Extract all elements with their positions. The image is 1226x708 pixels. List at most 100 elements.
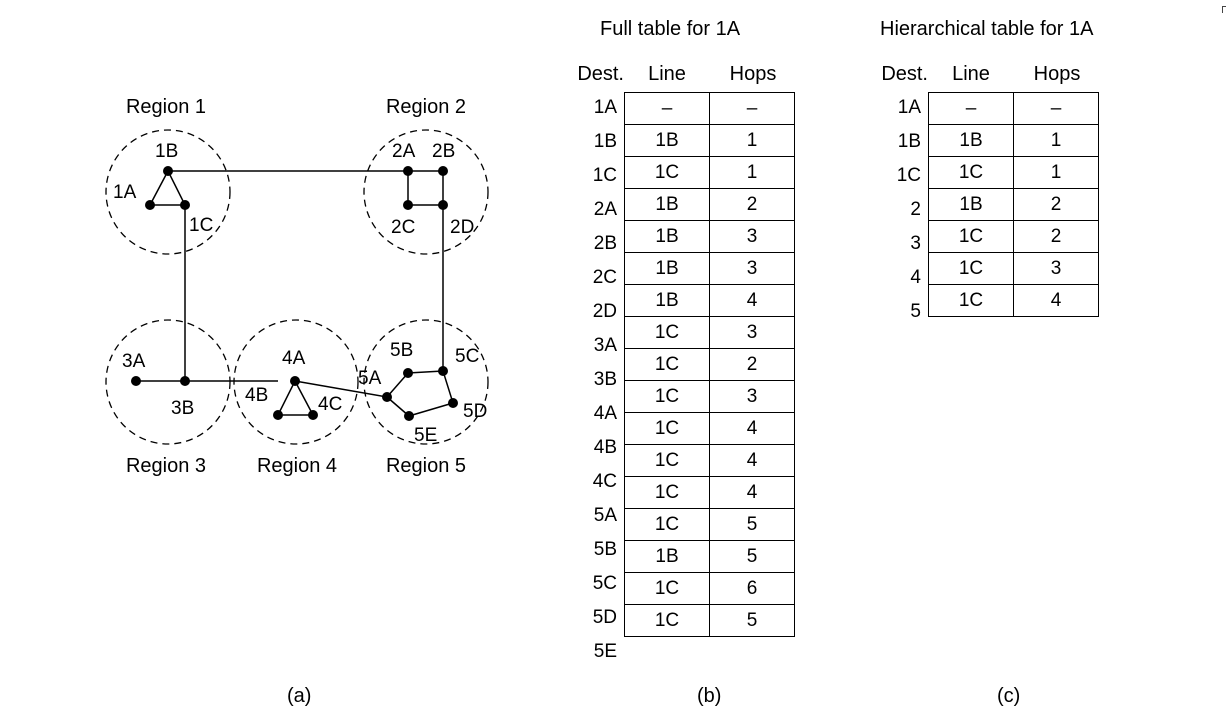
router-4b-label: 4B	[245, 385, 268, 406]
router-2c-node	[403, 200, 413, 210]
router-3a-node	[131, 376, 141, 386]
table-cell-line: 1C	[624, 508, 710, 541]
table-cell-hops: 2	[1013, 220, 1099, 253]
full-table-hops-header: Hops	[729, 63, 777, 85]
region-4-circle	[233, 319, 359, 445]
router-5a-node	[382, 392, 392, 402]
router-3b-label: 3B	[171, 398, 194, 419]
table-row: ––	[928, 92, 1099, 125]
row-dest-label: 4A	[593, 403, 617, 424]
router-1c-label: 1C	[189, 215, 213, 236]
row-dest-label: 4B	[593, 437, 617, 458]
table-cell-line: 1B	[624, 540, 710, 573]
row-dest-label: 5A	[593, 505, 617, 526]
table-cell-hops: 5	[709, 508, 795, 541]
row-dest-label: 1C	[592, 165, 617, 186]
caption-a: (a)	[287, 685, 312, 707]
row-dest-label: 1C	[896, 165, 921, 186]
table-cell-line: 1C	[624, 316, 710, 349]
row-dest-label: 3B	[593, 369, 617, 390]
region-labels: Region 1 Region 2 Region 3 Region 4 Regi…	[126, 96, 466, 477]
link-5a-5b	[386, 372, 409, 398]
table-cell-line: 1C	[624, 156, 710, 189]
table-cell-hops: 5	[709, 540, 795, 573]
router-4c-node	[308, 410, 318, 420]
table-cell-line: 1C	[624, 380, 710, 413]
router-2a-label: 2A	[392, 141, 416, 162]
full-table-line-header: Line	[648, 63, 686, 85]
table-cell-hops: 3	[1013, 252, 1099, 285]
row-dest-label: 2D	[592, 301, 617, 322]
link-5c-5d	[442, 370, 454, 404]
table-cell-line: 1C	[928, 220, 1014, 253]
table-cell-line: 1C	[624, 572, 710, 605]
router-1a-label: 1A	[113, 182, 137, 203]
link-4a-5a	[294, 380, 388, 398]
table-cell-line: 1C	[928, 284, 1014, 317]
table-cell-line: 1B	[624, 124, 710, 157]
router-4c-label: 4C	[318, 394, 342, 415]
table-cell-line: 1B	[928, 188, 1014, 221]
table-cell-line: 1C	[624, 412, 710, 445]
router-nodes	[131, 166, 458, 421]
row-dest-label: 5B	[593, 539, 617, 560]
caption-c: (c)	[997, 685, 1021, 707]
table-cell-hops: 4	[709, 284, 795, 317]
router-5c-node	[438, 366, 448, 376]
table-cell-hops: 4	[709, 444, 795, 477]
row-dest-label: 3A	[593, 335, 617, 356]
router-1b-node	[163, 166, 173, 176]
row-dest-label: 2	[910, 199, 921, 220]
router-5e-node	[404, 411, 414, 421]
row-dest-label: 5D	[592, 607, 617, 628]
full-table-title: Full table for 1A	[600, 18, 741, 40]
region-4-label: Region 4	[257, 455, 337, 477]
table-cell-hops: 1	[1013, 124, 1099, 157]
table-cell-line: 1B	[624, 220, 710, 253]
region-2-circle	[363, 129, 489, 255]
table-cell-hops: 4	[1013, 284, 1099, 317]
region-1-label: Region 1	[126, 96, 206, 118]
router-labels: 1A 1B 1C 2A 2B 2C 2D 3A 3B 4A 4B 4C 5A 5…	[113, 141, 487, 446]
router-3b-node	[180, 376, 190, 386]
corner-mark	[1222, 6, 1226, 13]
router-5a-label: 5A	[358, 368, 382, 389]
hier-table-title: Hierarchical table for 1A	[880, 18, 1094, 40]
router-5d-node	[448, 398, 458, 408]
router-1b-label: 1B	[155, 141, 178, 162]
region-5-label: Region 5	[386, 455, 466, 477]
link-5b-5c	[407, 370, 444, 374]
region-1-circle	[105, 129, 231, 255]
table-cell-hops: 1	[709, 156, 795, 189]
region-circles	[105, 129, 489, 445]
region-2-label: Region 2	[386, 96, 466, 118]
link-5d-5e	[408, 402, 454, 417]
table-row: ––	[624, 92, 795, 125]
router-5d-label: 5D	[463, 401, 487, 422]
router-2d-node	[438, 200, 448, 210]
table-cell-hops: 2	[1013, 188, 1099, 221]
hier-table-line-header: Line	[952, 63, 990, 85]
table-cell-hops: 1	[1013, 156, 1099, 189]
table-cell-line: 1B	[624, 188, 710, 221]
table-cell-hops: –	[709, 92, 795, 125]
router-5b-node	[403, 368, 413, 378]
router-4a-label: 4A	[282, 348, 306, 369]
table-cell-hops: 3	[709, 220, 795, 253]
table-cell-line: 1C	[624, 604, 710, 637]
link-4a-4b	[277, 380, 296, 416]
caption-b: (b)	[697, 685, 722, 707]
table-cell-line: 1C	[928, 252, 1014, 285]
